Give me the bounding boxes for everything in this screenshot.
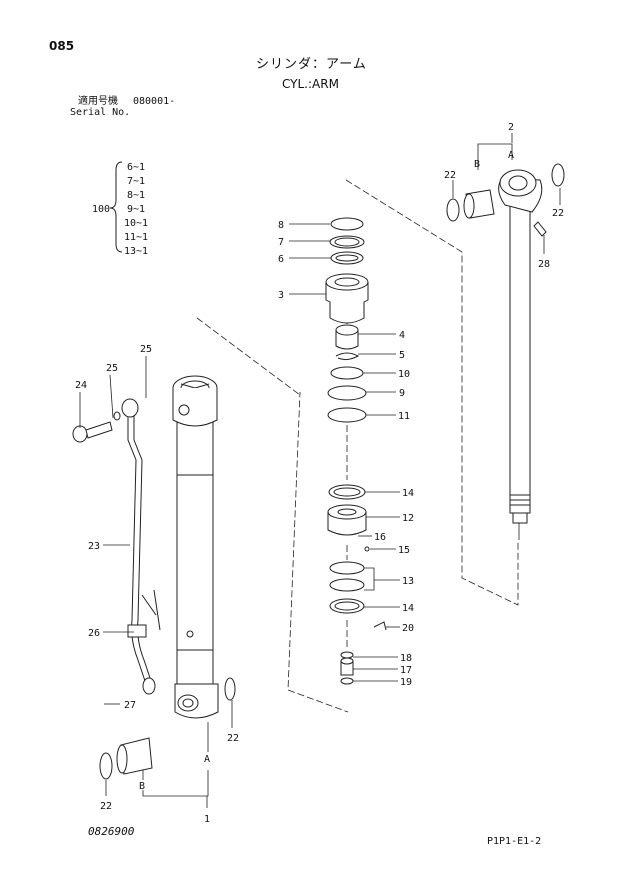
group-member: 13~1 (124, 246, 148, 257)
letter-a-lower: A (204, 754, 210, 765)
drawing-code: 0826900 (88, 825, 135, 838)
callout-20: 20 (402, 623, 414, 634)
callout-22c: 22 (227, 733, 239, 744)
callout-8: 8 (278, 220, 284, 231)
letter-b-lower: B (139, 781, 145, 792)
group-list: 100 6~1 7~1 8~1 9~1 10~1 11~1 13~1 (92, 162, 148, 257)
callout-4: 4 (399, 330, 405, 341)
callout-22a: 22 (444, 170, 456, 181)
letter-b-upper: B (474, 159, 480, 170)
callout-2: 2 (508, 122, 514, 133)
bushing-lower (99, 677, 236, 780)
group-bracket (109, 161, 123, 253)
callout-11: 11 (398, 411, 410, 422)
group-member: 11~1 (124, 232, 148, 243)
callout-1: 1 (204, 814, 210, 825)
callout-14b: 14 (402, 603, 414, 614)
callout-24: 24 (75, 380, 87, 391)
callout-27: 27 (124, 700, 136, 711)
callout-28: 28 (538, 259, 550, 270)
callout-17: 17 (400, 665, 412, 676)
callout-22b: 22 (552, 208, 564, 219)
callout-26: 26 (88, 628, 100, 639)
title-japanese: シリンダ：アーム (256, 57, 367, 72)
callout-9: 9 (399, 388, 405, 399)
callout-25: 25 (140, 344, 152, 355)
callout-19: 19 (400, 677, 412, 688)
callout-18: 18 (400, 653, 412, 664)
callout-23: 23 (88, 541, 100, 552)
piston-rod (446, 163, 565, 524)
callout-7: 7 (278, 237, 284, 248)
group-member: 8~1 (127, 190, 145, 201)
parts-stack (325, 217, 387, 685)
group-number: 100 (92, 204, 110, 215)
pipe-assembly (121, 398, 161, 695)
sheet-code: P1P1-E1-2 (487, 836, 542, 847)
callout-15: 15 (398, 545, 410, 556)
title-english: CYL.:ARM (282, 77, 339, 91)
callout-3: 3 (278, 290, 284, 301)
callout-12: 12 (402, 513, 414, 524)
callout-25-dup: 25 (106, 363, 118, 374)
callout-6: 6 (278, 254, 284, 265)
callout-5: 5 (399, 350, 405, 361)
callout-14: 14 (402, 488, 414, 499)
leader-lines (79, 133, 561, 808)
group-member: 10~1 (124, 218, 148, 229)
callout-10: 10 (398, 369, 410, 380)
serial-number: 080001- (133, 96, 176, 107)
group-member: 6~1 (127, 162, 145, 173)
callout-22d: 22 (100, 801, 112, 812)
callout-16: 16 (374, 532, 386, 543)
group-member: 9~1 (127, 204, 145, 215)
cylinder-tube (172, 375, 219, 719)
page-number: 085 (49, 39, 75, 53)
callouts: 8 7 6 3 4 5 10 9 11 14 12 16 15 13 14 20… (75, 122, 564, 825)
callout-13: 13 (402, 576, 414, 587)
serial-label-japanese: 適用号機 (78, 96, 118, 107)
letter-a-upper: A (508, 150, 514, 161)
serial-label-english: Serial No. (70, 107, 131, 118)
group-member: 7~1 (127, 176, 145, 187)
